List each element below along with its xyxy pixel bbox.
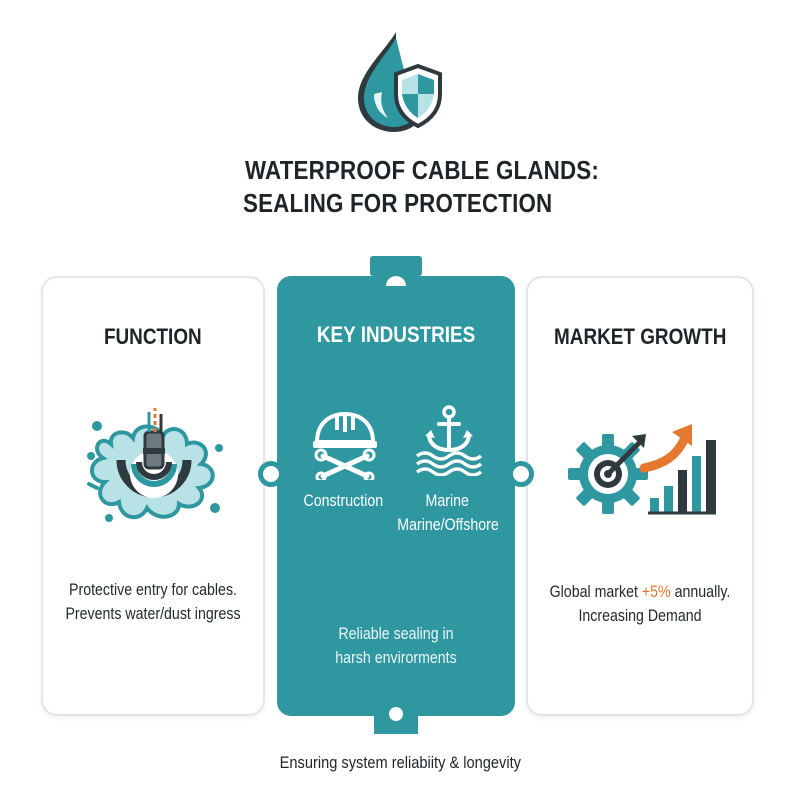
- function-card: FUNCTION Protective entry for cables. Pr…: [41, 276, 265, 716]
- industries-description: Reliable sealing in harsh envirorments: [335, 625, 457, 667]
- page-title-line2: SEALING FOR PROTECTION: [243, 188, 553, 218]
- industries-heading: KEY INDUSTRIES: [316, 322, 476, 347]
- construction-label: Construction: [303, 492, 383, 510]
- connector-right: [508, 461, 534, 487]
- water-drop-shield-icon: [358, 32, 442, 132]
- growth-card: MARKET GROWTH: [526, 276, 754, 716]
- cable-gland-splash-icon: [87, 408, 223, 522]
- function-description: Protective entry for cables. Prevents wa…: [65, 581, 241, 623]
- gear-target-bar-chart-icon: [568, 424, 716, 515]
- hard-hat-wrench-icon: [313, 411, 377, 480]
- card-bottom-tab: [374, 703, 418, 734]
- connector-left: [258, 461, 284, 487]
- industries-card: KEY INDUSTRIES Construction Marine Marin…: [277, 276, 515, 716]
- offshore-label: Marine/Offshore: [397, 516, 499, 534]
- growth-percentage: +5%: [641, 583, 671, 601]
- function-heading: FUNCTION: [104, 324, 202, 349]
- card-top-tab: [370, 256, 422, 286]
- footer-text: Ensuring system reliabiity & longevity: [279, 753, 521, 772]
- anchor-waves-icon: [415, 405, 483, 476]
- page-title-line1: WATERPROOF CABLE GLANDS:: [245, 155, 600, 185]
- growth-heading: MARKET GROWTH: [553, 324, 727, 349]
- growth-description: Global market +5% annually. Increasing D…: [549, 583, 731, 625]
- marine-label: Marine: [425, 492, 469, 510]
